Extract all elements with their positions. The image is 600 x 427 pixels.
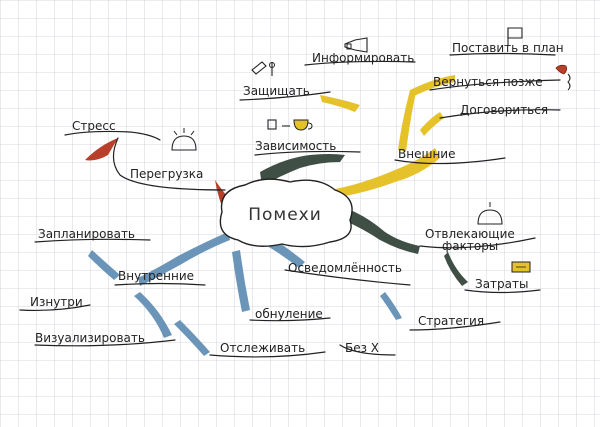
label-factors: факторы — [442, 239, 498, 253]
label-from-inside: Изнутри — [30, 295, 83, 309]
branch-distracting-fill — [343, 208, 420, 254]
branch-costs-fill — [444, 252, 468, 286]
coffee-cup-icon — [267, 119, 313, 131]
label-awareness: Осведомлённость — [288, 261, 402, 275]
label-costs: Затраты — [475, 277, 528, 291]
label-plan: Запланировать — [38, 227, 135, 241]
branch-lines — [19, 52, 561, 358]
center-title: Помехи — [248, 205, 322, 225]
label-strategy: Стратегия — [418, 314, 484, 328]
label-defend: Защищать — [243, 84, 310, 98]
tools-icon — [251, 61, 275, 76]
distracting-bell-icon — [477, 202, 503, 225]
label-reset: обнуление — [255, 307, 323, 321]
doodle-icons — [171, 27, 571, 273]
branch-reset-fill — [232, 250, 250, 312]
branch-strategy-fill — [380, 292, 402, 320]
label-inform: Информировать — [312, 51, 414, 65]
branch-labels: Стресс Перегрузка Зависимость Защищать И… — [30, 41, 564, 355]
branch-external-fill — [330, 148, 440, 198]
alarm-bell-icon — [171, 128, 197, 151]
center-node: Помехи — [219, 178, 353, 248]
flag-icon — [507, 27, 523, 46]
branch-stress-fill — [85, 138, 118, 161]
branch-track-fill — [174, 320, 210, 356]
label-agree: Договориться — [460, 103, 548, 117]
label-track: Отслеживать — [220, 341, 305, 355]
branch-external-up-fill — [398, 90, 416, 152]
branch-external-right-fill — [410, 75, 455, 96]
center-cloud — [219, 178, 353, 248]
label-put-in-plan: Поставить в план — [452, 41, 564, 55]
label-overload: Перегрузка — [130, 167, 203, 181]
label-stress: Стресс — [72, 119, 116, 133]
branch-dependence-fill — [260, 154, 345, 186]
money-icon — [511, 261, 531, 273]
label-external: Внешние — [398, 147, 455, 161]
megaphone-icon — [344, 37, 368, 53]
label-visualize: Визуализировать — [35, 331, 145, 345]
branch-fills — [85, 75, 468, 356]
branch-visualize-fill — [134, 292, 172, 338]
label-no-x: Без Х — [345, 341, 379, 355]
label-return-later: Вернуться позже — [433, 75, 543, 89]
branch-internal-fill — [138, 232, 230, 286]
branch-inform-fill — [320, 95, 360, 112]
label-dependence: Зависимость — [255, 139, 336, 153]
branch-hardware-fill — [420, 112, 444, 136]
red-phone-icon — [555, 64, 571, 91]
label-internal: Внутренние — [118, 269, 194, 283]
label-distracting: Отвлекающие — [425, 227, 515, 241]
branch-plan-fill — [88, 250, 120, 280]
